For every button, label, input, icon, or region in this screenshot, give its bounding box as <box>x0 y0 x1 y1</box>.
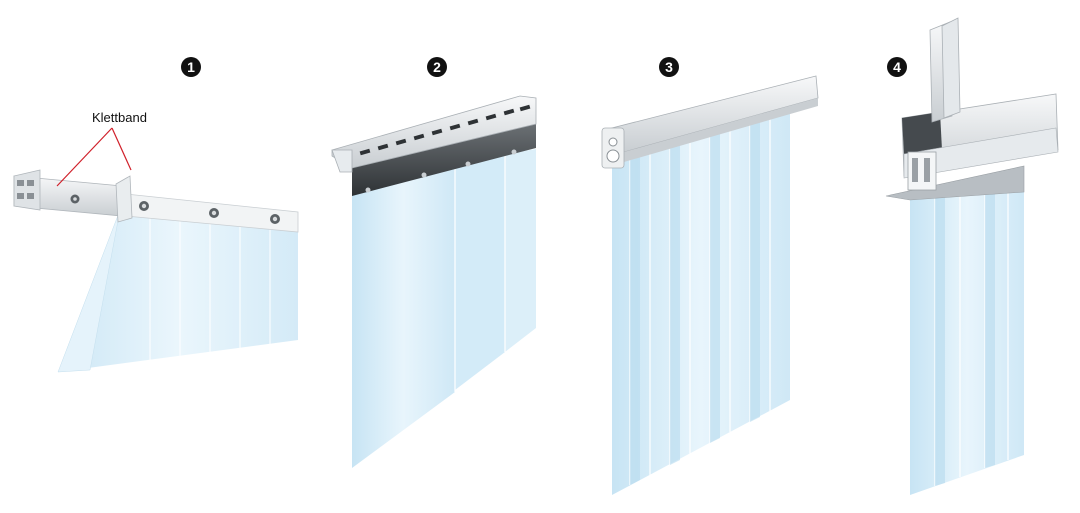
svg-text:4: 4 <box>893 59 901 75</box>
variant-1-velcro-mount <box>13 127 299 373</box>
klettband-callout-label: Klettband <box>92 110 147 125</box>
svg-text:3: 3 <box>665 59 673 75</box>
svg-text:2: 2 <box>433 59 441 75</box>
variant-4-ceiling-profile-mount <box>885 17 1059 495</box>
variant-number-1: 1 <box>181 57 201 77</box>
variant-2-hook-rail-mount <box>331 95 537 468</box>
svg-text:1: 1 <box>187 59 195 75</box>
variant-number-2: 2 <box>427 57 447 77</box>
variant-3-clip-profile-mount <box>601 75 819 495</box>
variant-number-3: 3 <box>659 57 679 77</box>
variant-number-4: 4 <box>887 57 907 77</box>
